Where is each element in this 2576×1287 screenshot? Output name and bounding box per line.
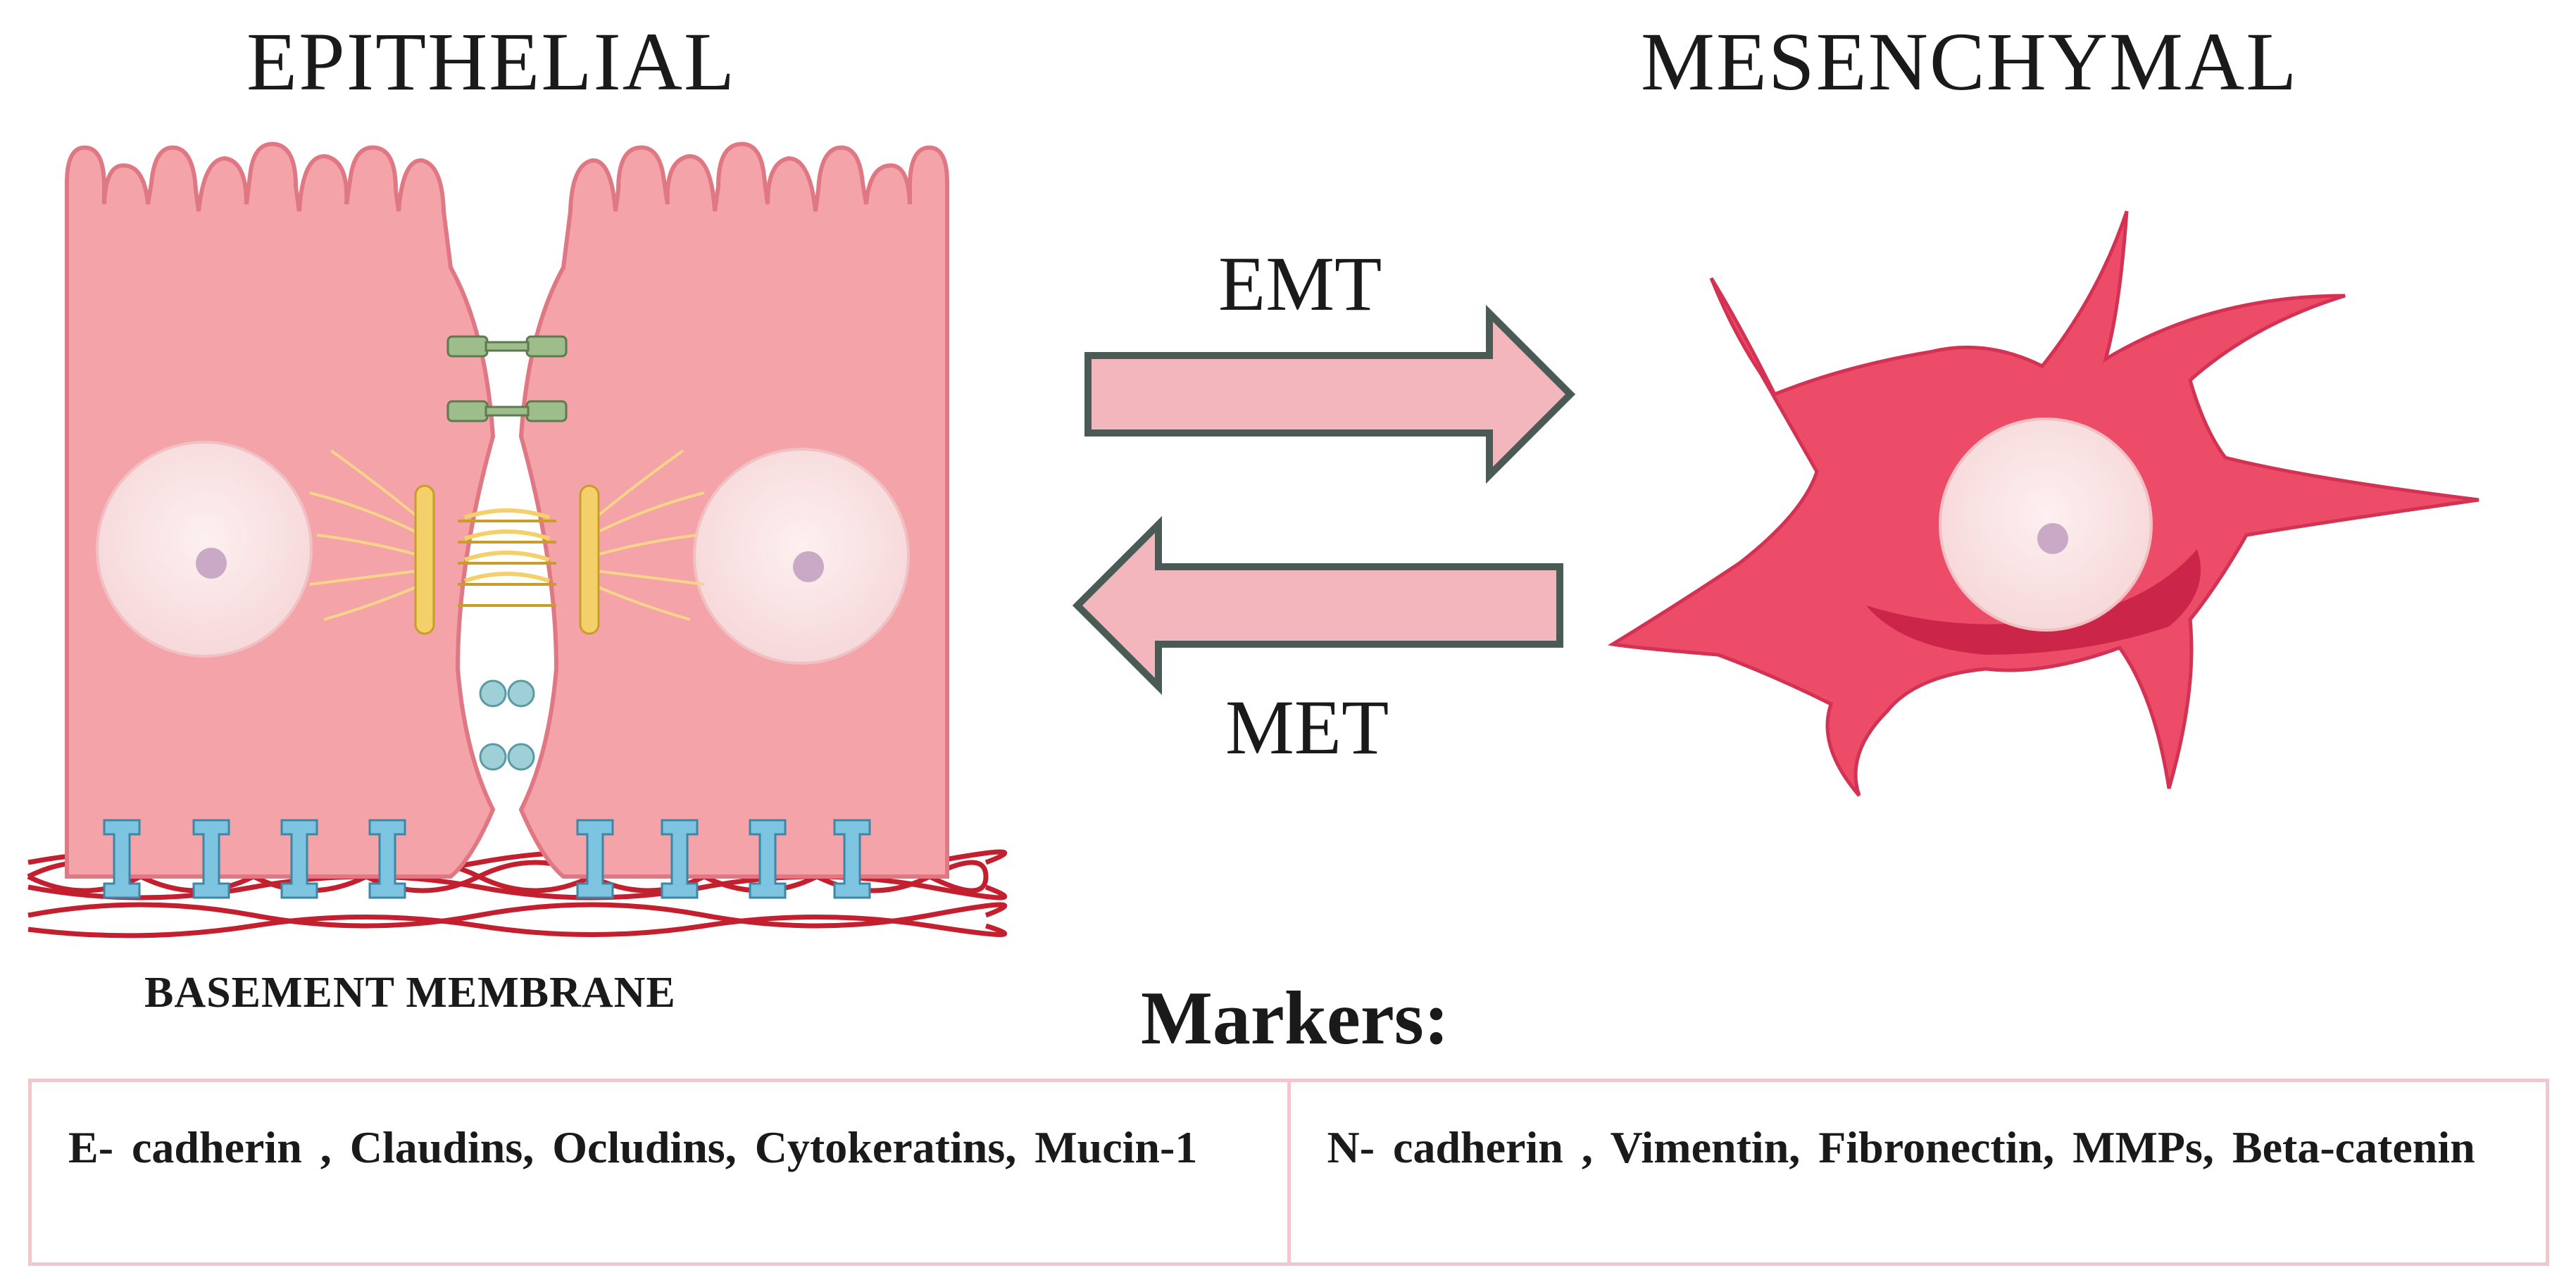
gap-junctions xyxy=(479,679,535,771)
met-label: MET xyxy=(1225,684,1389,770)
basement-membrane-label: BASEMENT MEMBRANE xyxy=(144,969,676,1017)
mesenchymal-nucleus xyxy=(1939,418,2153,632)
emt-arrow xyxy=(1084,304,1576,484)
integrins xyxy=(103,819,871,899)
epithelial-markers-cell: E- cadherin , Claudins, Ocludins, Cytoke… xyxy=(68,1122,1198,1172)
nucleolus-right xyxy=(793,551,824,582)
epithelial-title: EPITHELIAL xyxy=(246,15,737,108)
emt-label: EMT xyxy=(1218,241,1382,327)
cytoskeleton-filaments xyxy=(309,449,705,621)
desmosomes xyxy=(414,484,600,635)
nucleus-left xyxy=(96,441,313,658)
nucleolus-left xyxy=(196,548,227,579)
markers-heading: Markers: xyxy=(1141,977,1449,1060)
met-arrow xyxy=(1072,515,1563,696)
mesenchymal-cell-shade xyxy=(1866,549,2201,655)
mesenchymal-nucleolus xyxy=(2037,523,2068,554)
tight-junctions xyxy=(446,335,568,422)
markers-table: E- cadherin , Claudins, Ocludins, Cytoke… xyxy=(28,1079,2549,1266)
mesenchymal-title: MESENCHYMAL xyxy=(1641,15,2299,108)
mesenchymal-markers-cell: N- cadherin , Vimentin, Fibronectin, MMP… xyxy=(1287,1082,2546,1262)
